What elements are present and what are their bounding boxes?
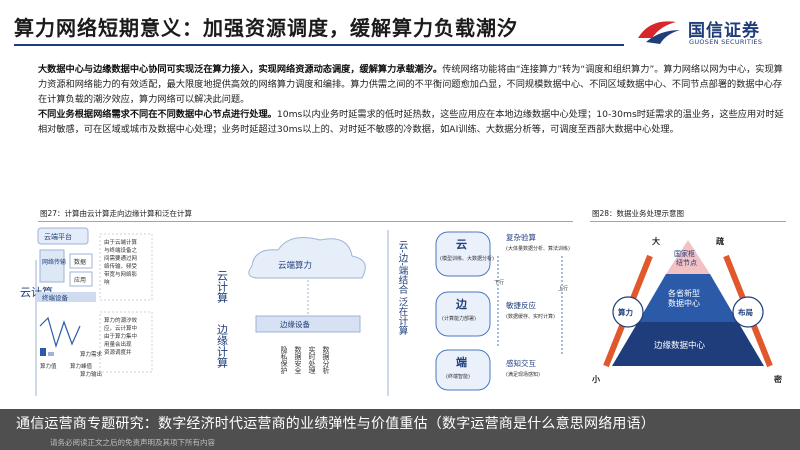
edge-compute-vertical: 边缘计算 [216,324,229,369]
banner-text: 通信运营商专题研究：数字经济时代运营商的业绩弹性与价值重估（数字运营商是什么意思… [16,416,655,432]
pyramid-bottom-left: 小 [591,374,600,384]
pyramid-top-left: 大 [652,236,660,246]
paragraph-2-text: 10ms以内业务时延需求的低时延热数，这些应用应在本地边缘数据中心处理；10-3… [38,109,784,135]
flow-task-2: 敏捷反应 [506,300,536,310]
flow-end-sub: (终端智能) [446,373,470,380]
paragraph-1-text: 传统网络功能将由“连接算力”转为“调度和组织算力”。算力网络以网为中心，实现算力… [38,64,783,105]
cloud-power-label: 云端算力 [278,260,312,271]
cloud-computing-diagram: 云计算 云端平台 网络传输 数据 应用 终端设备 由于云端计算与终端设备之间需要… [20,227,153,396]
app-box-label: 应用 [74,276,86,284]
pyramid-bottom-right: 密 [773,374,782,384]
figure-28-caption: 图28：数据业务处理示意图 [592,209,685,218]
data-center-pyramid: 国家枢纽节点 各省新型数据中心 边缘数据中心 算力 布局 大 疏 小 密 [591,236,782,384]
cloud-desc-2: 算力的潮汐效应，云计算中由于算力集中用量会出现资源调度并 [104,316,138,356]
compute-supply-label: 算力输出 [80,370,102,378]
paragraph-2-lead: 不同业务根据网络需求不同在不同数据中心节点进行处理。 [38,109,277,120]
logo-name-cn: 国信证券 [688,21,760,41]
flow-down-label: 下行 [494,279,504,286]
brand-logo: 国信证券 GUOSEN SECURITIES [636,14,786,54]
flow-cloud-sub: (模型训练、大数据分析) [440,255,494,262]
flow-task-1-sub: (大体量数据分析、算法训练) [506,245,570,252]
edge-computing-diagram: 云计算 边缘计算 云端算力 边缘设备 隐私保护 数据安全 实时处理 数据分析 云… [216,230,409,396]
flow-up-label: 上行 [558,285,568,292]
flow-task-2-sub: (数据缓存、实时计算) [506,313,555,320]
pyramid-top [666,240,710,274]
body-text: 大数据中心与边缘数据中心协同可实现泛在算力接入，实现网络资源动态调度，缓解算力承… [38,62,786,137]
flow-cloud-label: 云 [456,238,467,251]
flow-task-3-sub: (满足现场感知) [506,371,540,378]
caption-banner [0,409,800,450]
pyramid-base [612,322,764,366]
legend-compute-peak: 算力峰值 [70,362,93,370]
edge-device-label: 边缘设备 [280,319,310,329]
pyramid-top-label: 国家枢纽节点 [674,249,697,267]
title-underline [14,44,624,46]
logo-name-en: GUOSEN SECURITIES [689,38,763,46]
compute-demand-label: 算力需求 [80,350,103,358]
guosen-logo-icon [638,21,680,44]
terminal-device-label: 终端设备 [42,293,69,302]
pyramid-base-label: 边缘数据中心 [654,340,706,351]
disclaimer-footnote: 请务必阅读正文之后的免责声明及其项下所有内容 [50,438,215,447]
flow-edge-sub: (计算能力部署) [442,315,476,322]
figure-27-caption: 图27：计算由云计算走向边缘计算和泛在计算 [40,209,193,218]
figure-27-rule [38,221,573,222]
pyramid-mid [638,274,738,322]
data-box-label: 数据 [74,258,86,266]
page-title: 算力网络短期意义：加强资源调度，缓解算力负载潮汐 [14,16,518,40]
privacy-label: 隐私保护 [280,345,288,375]
paragraph-1: 大数据中心与边缘数据中心协同可实现泛在算力接入，实现网络资源动态调度，缓解算力承… [38,62,786,107]
network-transfer-label: 网络传输 [42,258,66,266]
paragraph-2: 不同业务根据网络需求不同在不同数据中心节点进行处理。10ms以内业务时延需求的低… [38,107,786,137]
cloud-platform-label: 云端平台 [44,232,72,241]
pyramid-right-axis: 布局 [738,307,753,317]
mid-cloud-compute-vertical: 云计算 [216,270,229,304]
legend-compute-value: 算力值 [40,362,57,370]
flow-edge-label: 边 [455,297,468,311]
figure-28-rule [590,221,786,222]
cloud-desc-1: 由于云端计算与终端设备之间需要通过网络传输，频受带宽与网络影响 [104,238,138,286]
flow-task-1: 复杂验算 [506,232,536,242]
pyramid-left-axis: 算力 [618,307,633,317]
flow-end-label: 端 [456,355,467,369]
pyramid-top-right: 疏 [716,236,724,246]
cloud-edge-end-flow: 云 (模型训练、大数据分析) 边 (计算能力部署) 端 (终端智能) 复杂验算 … [435,231,570,391]
paragraph-1-lead: 大数据中心与边缘数据中心协同可实现泛在算力接入，实现网络资源动态调度，缓解算力承… [38,64,443,75]
realtime-label: 实时处理 [308,345,316,374]
flow-task-3: 感知交互 [506,358,536,368]
analytics-label: 数据分析 [322,345,330,375]
ubiquitous-compute-vertical: 云-边-端结合 泛在计算 [397,240,409,336]
security-label: 数据安全 [294,345,302,374]
pyramid-mid-label: 各省新型数据中心 [668,288,700,308]
